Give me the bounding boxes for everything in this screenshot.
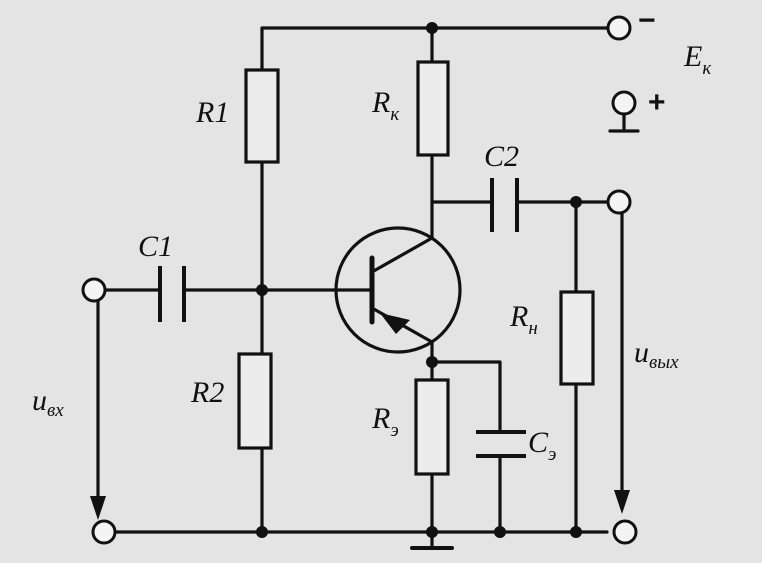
label-re: Rэ [371, 402, 399, 441]
label-minus: − [638, 4, 656, 37]
supply-negative-terminal [606, 15, 632, 41]
output-ground-terminal [612, 519, 638, 545]
transistor-body [334, 226, 462, 354]
label-u-out: uвых [634, 336, 679, 373]
capacitor-c1 [158, 266, 186, 322]
label-plus: + [648, 86, 666, 119]
label-r1: R1 [195, 96, 229, 129]
input-voltage-arrow [90, 300, 106, 520]
input-terminal [81, 277, 107, 303]
resistor-r1 [244, 68, 280, 164]
label-rk: Rк [371, 86, 400, 125]
emitter-arrow-icon [380, 313, 410, 334]
label-ce: Cэ [528, 426, 556, 465]
output-voltage-arrow [614, 211, 630, 514]
label-rn: Rн [509, 300, 538, 339]
output-terminal [606, 189, 632, 215]
resistor-rk [416, 60, 450, 157]
capacitor-c2 [490, 178, 519, 232]
input-ground-terminal [91, 519, 117, 545]
supply-rail-wire [260, 26, 609, 72]
label-ek: Eк [683, 40, 712, 79]
wires [104, 26, 609, 550]
emitter-to-ce-wire [430, 360, 502, 434]
capacitor-ce [476, 430, 526, 458]
label-r2: R2 [190, 376, 224, 409]
resistor-rn [559, 290, 595, 386]
label-c1: C1 [138, 230, 173, 263]
resistor-r2 [237, 352, 273, 450]
supply-positive-terminal [608, 90, 640, 133]
collector-lead [370, 236, 434, 274]
junction-nodes [256, 22, 582, 538]
label-u-in: uвх [32, 384, 64, 421]
resistor-re [414, 378, 450, 476]
label-c2: C2 [484, 140, 519, 173]
